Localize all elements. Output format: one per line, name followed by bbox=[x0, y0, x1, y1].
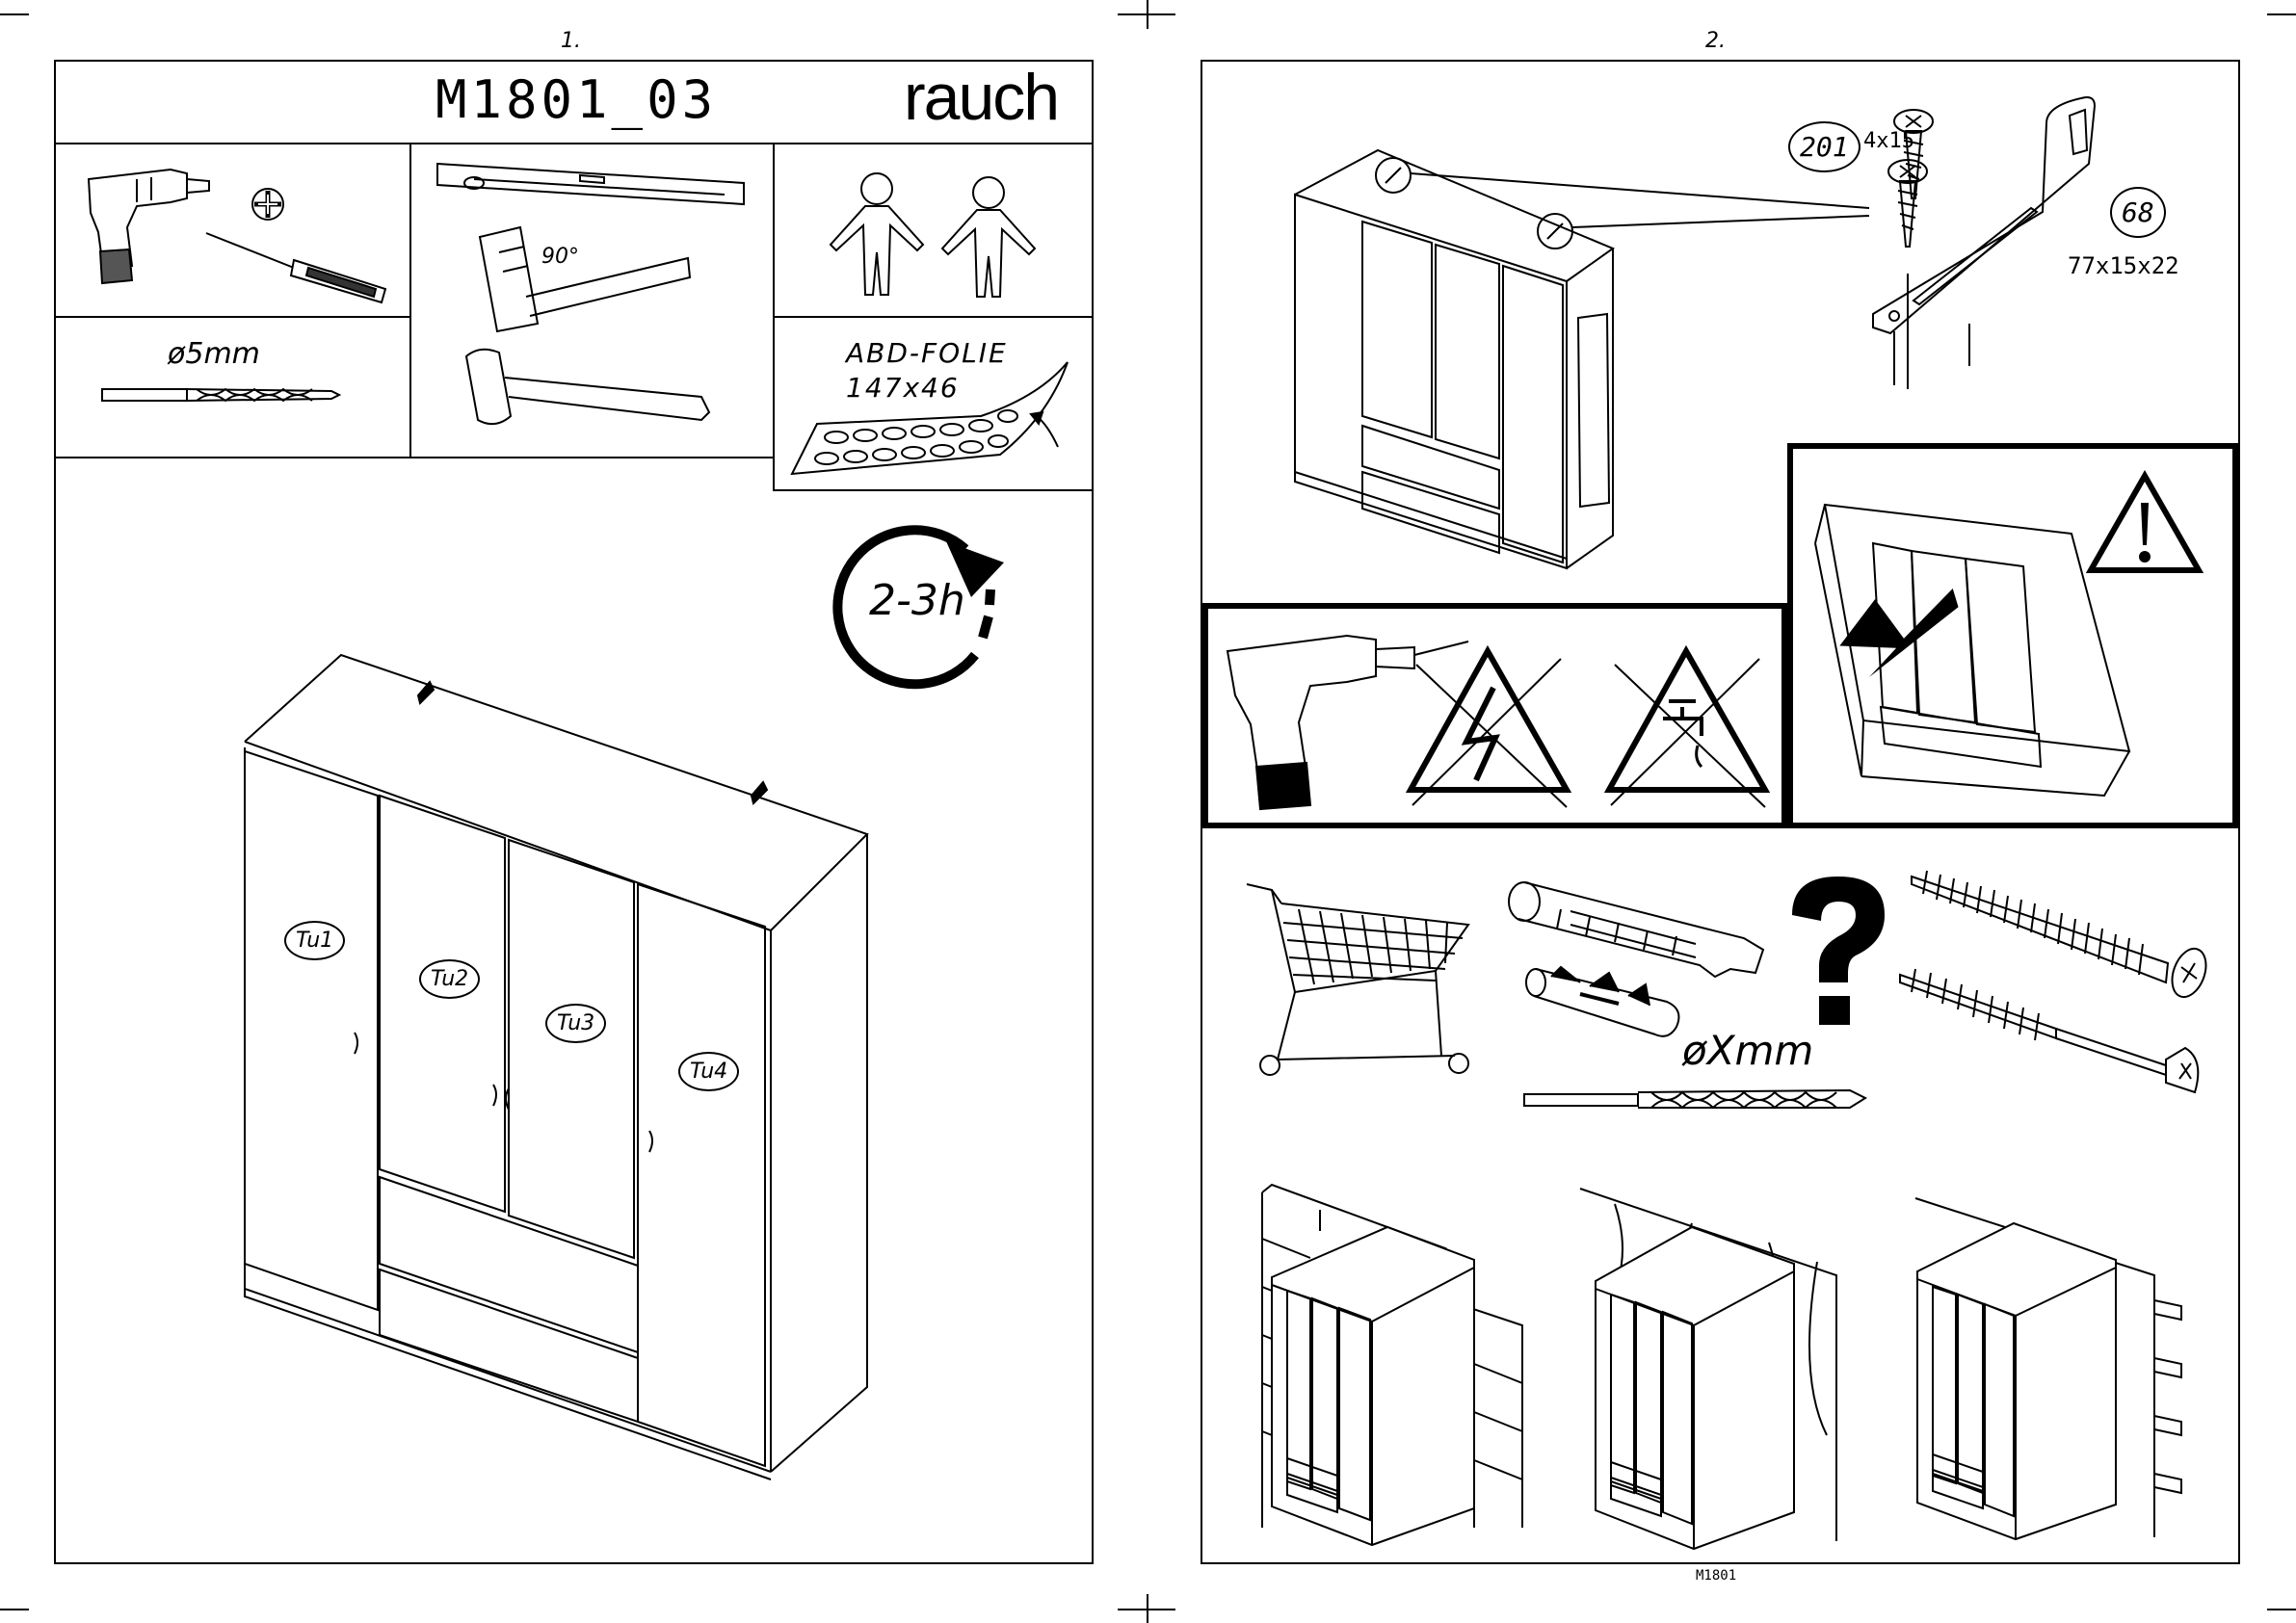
drill-bit-icon bbox=[1522, 1085, 1869, 1115]
drill-bit-size: ø5mm bbox=[168, 337, 260, 371]
section-divider bbox=[1201, 826, 2240, 828]
part-number-68: 68 bbox=[2110, 187, 2166, 238]
brick-wall-mounting-icon bbox=[1253, 1181, 1532, 1547]
no-water-pipe-icon bbox=[1605, 645, 1769, 809]
warning-icon bbox=[2085, 470, 2204, 578]
shopping-cart-icon bbox=[1243, 877, 1465, 1079]
question-mark-icon bbox=[1784, 873, 1890, 1033]
two-persons-icon bbox=[827, 170, 1048, 299]
try-square-icon bbox=[476, 223, 698, 335]
tipping-wardrobe-icon bbox=[1811, 501, 2129, 809]
door-label-2: Tu2 bbox=[419, 959, 480, 999]
page-number-right: 2. bbox=[1705, 29, 1726, 53]
model-code: M1801_03 bbox=[435, 69, 717, 130]
crop-mark bbox=[1147, 1594, 1148, 1623]
wall-bracket-icon bbox=[1867, 96, 2108, 366]
adhesive-foil-icon bbox=[788, 358, 1077, 484]
wall-drill-size: øXmm bbox=[1682, 1027, 1813, 1074]
drywall-mounting-icon bbox=[1913, 1194, 2193, 1541]
crop-mark bbox=[2267, 1609, 2296, 1610]
wall-plug-icon bbox=[1522, 963, 1686, 1050]
spirit-level-icon bbox=[435, 162, 753, 225]
screwdriver-icon bbox=[202, 229, 395, 306]
page-number-left: 1. bbox=[561, 29, 581, 53]
door-label-4: Tu4 bbox=[678, 1052, 739, 1091]
footer-code: M1801 bbox=[1696, 1568, 1736, 1584]
no-electric-cable-icon bbox=[1407, 645, 1570, 809]
brand-logo: rauch bbox=[904, 60, 1058, 135]
crop-mark bbox=[2267, 13, 2296, 15]
crop-mark bbox=[0, 1609, 29, 1610]
door-label-3: Tu3 bbox=[545, 1004, 606, 1043]
drill-bit-icon bbox=[100, 383, 341, 406]
wood-screw-icon bbox=[1896, 967, 2214, 1112]
assembly-time: 2-3h bbox=[869, 576, 965, 625]
door-label-1: Tu1 bbox=[284, 921, 345, 960]
square-angle: 90° bbox=[541, 245, 579, 269]
crop-mark bbox=[1147, 0, 1148, 29]
crop-mark bbox=[0, 13, 29, 15]
part-number-201: 201 bbox=[1788, 121, 1861, 172]
wardrobe-drawing bbox=[241, 645, 877, 1474]
wood-wall-mounting-icon bbox=[1576, 1185, 1856, 1551]
part-size-68: 77x15x22 bbox=[2068, 252, 2179, 279]
phillips-head-icon bbox=[249, 185, 287, 223]
hammer-icon bbox=[461, 343, 721, 439]
